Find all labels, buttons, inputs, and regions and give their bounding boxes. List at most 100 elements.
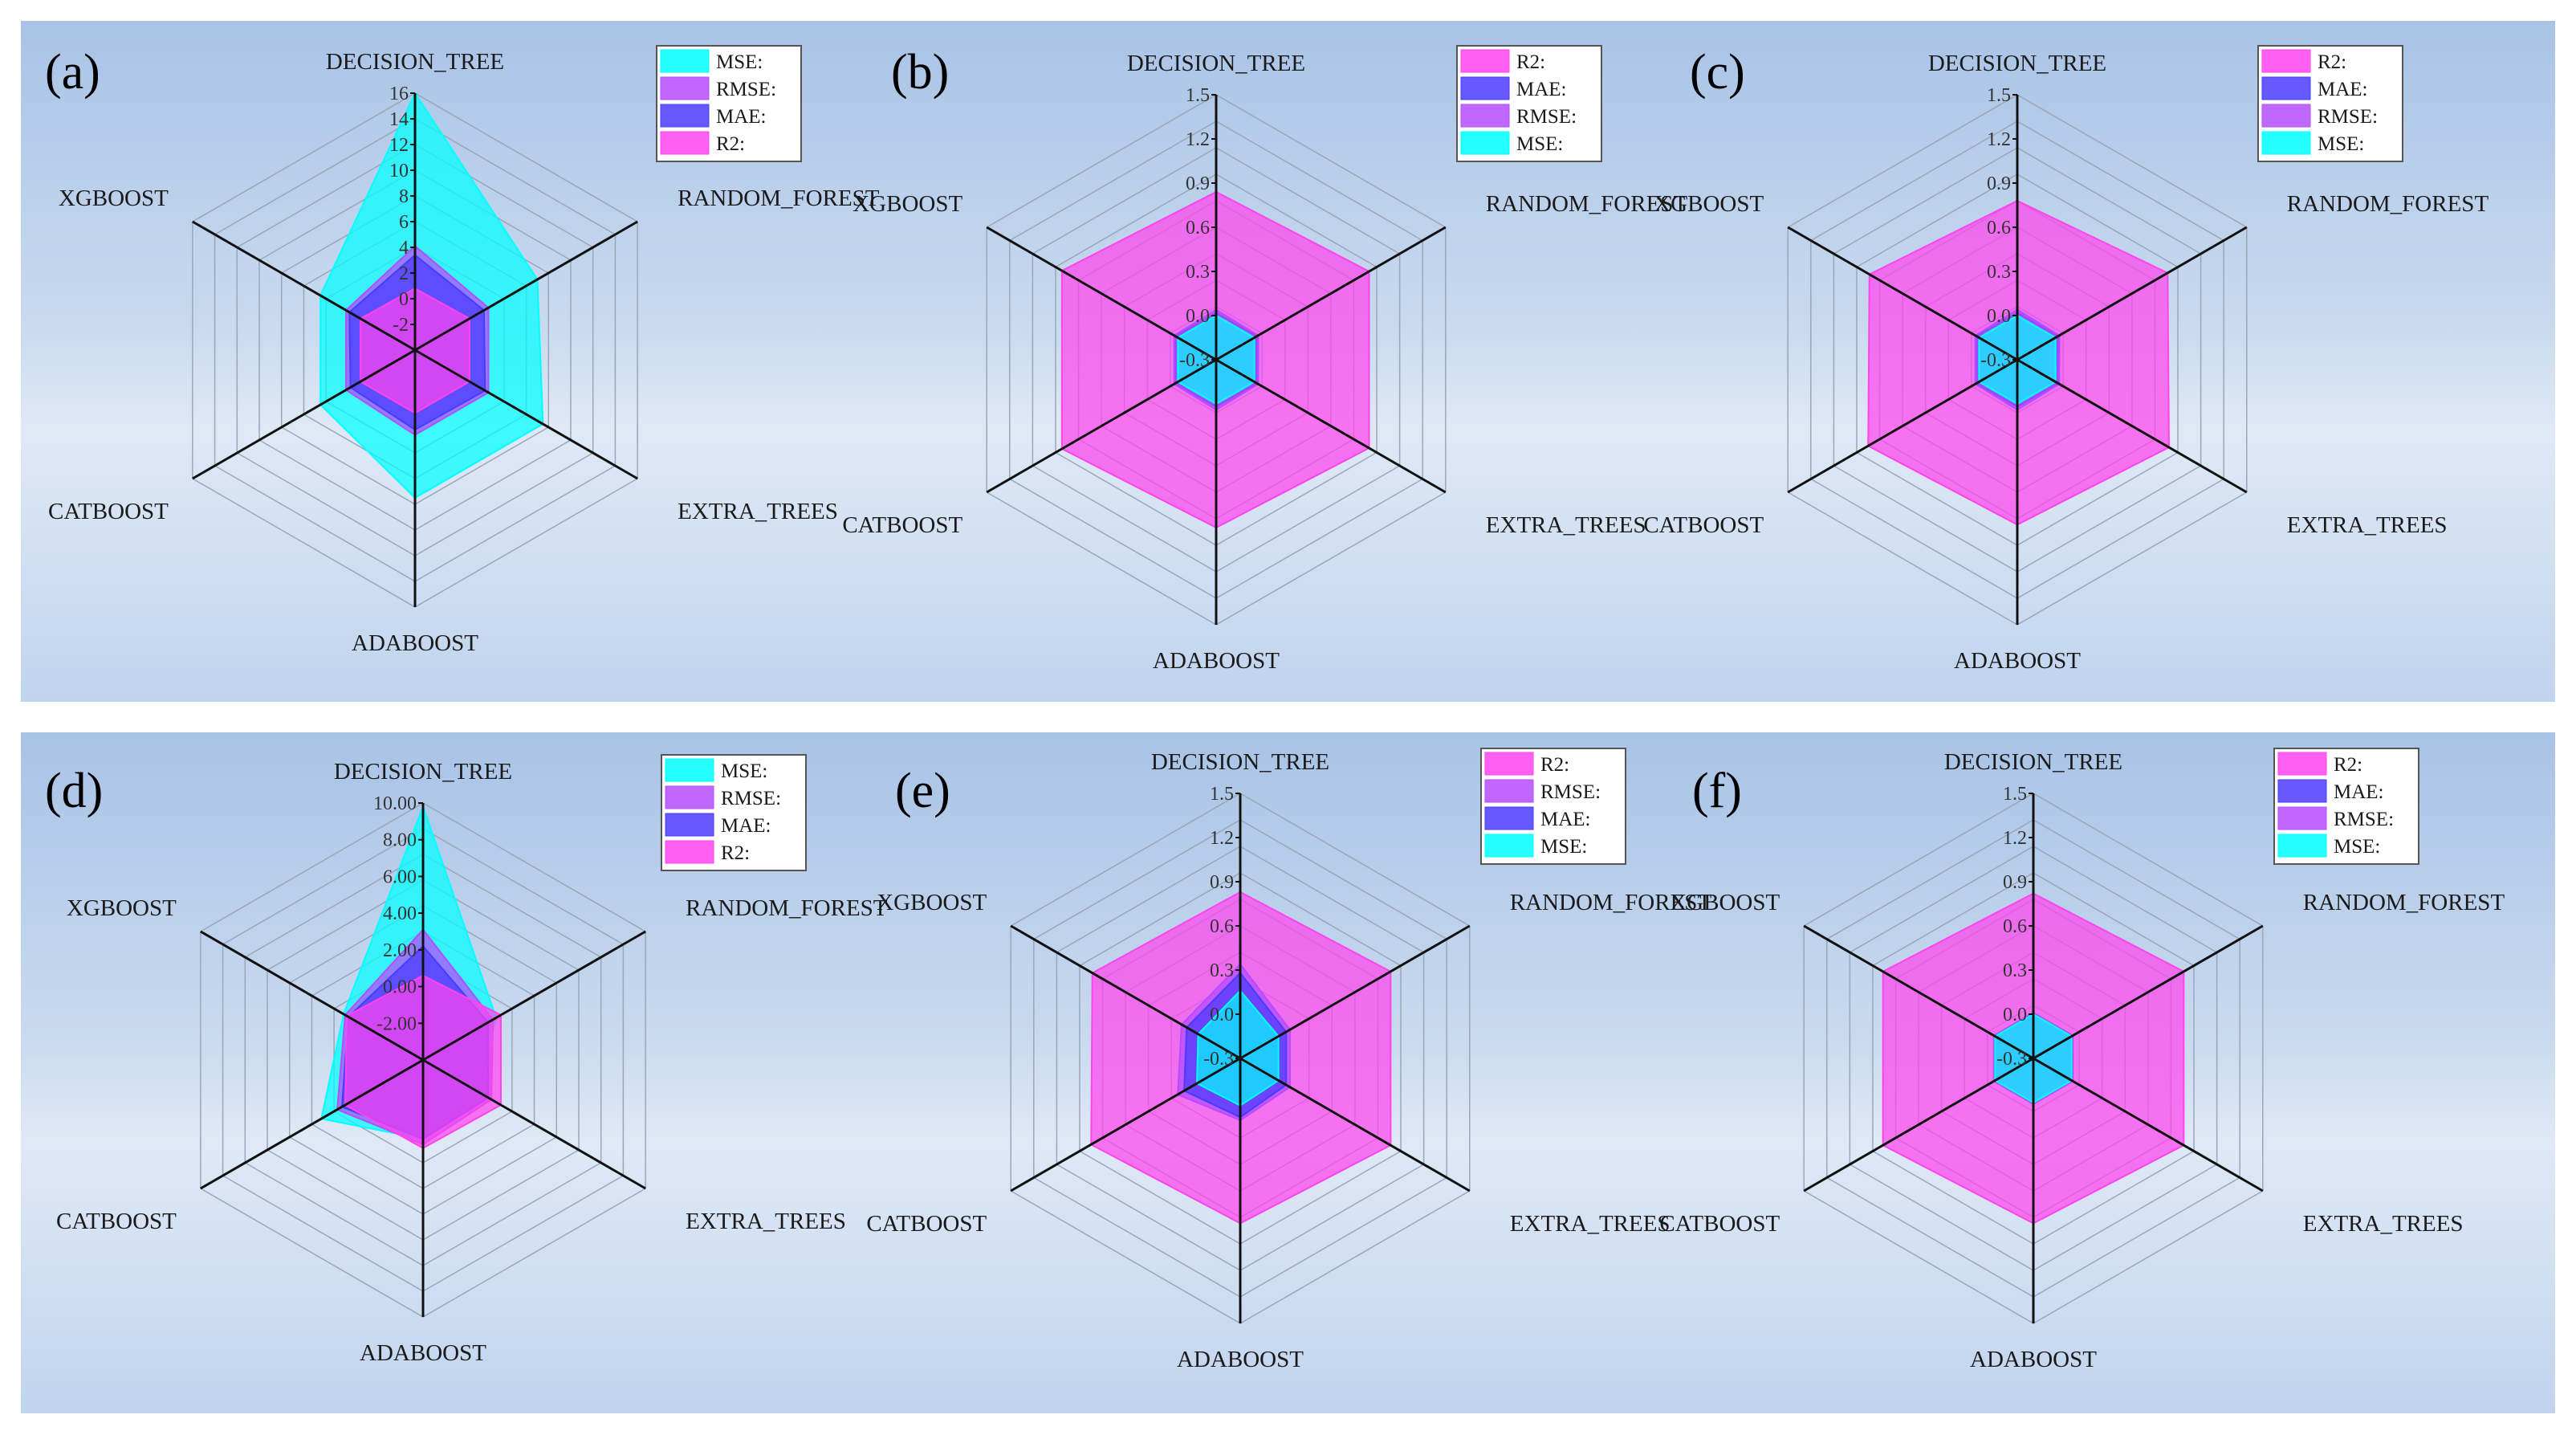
axis-label: DECISION_TREE [1127,51,1305,76]
tick-label: 2.00 [383,940,417,961]
legend-entry: MAE: [1540,809,1591,830]
axis-label: CATBOOST [56,1209,177,1234]
legend-entry: RMSE: [721,788,781,809]
legend-swatch [665,813,714,837]
panel-label: (b) [891,45,949,100]
tick-label: 0.3 [1210,960,1234,981]
axis-label: CATBOOST [1659,1211,1780,1237]
legend-entry: RMSE: [1516,106,1577,128]
axis-spoke [414,349,638,480]
axis-label: CATBOOST [1643,512,1764,538]
axis-label: XGBOOST [67,895,177,921]
legend-swatch [665,758,714,782]
tick-label: 0.00 [383,977,417,998]
legend-entry: MAE: [1516,79,1567,100]
axis-spoke [2016,226,2248,361]
tick-label: 0.6 [1186,218,1210,238]
legend-entry: MSE: [721,760,767,782]
tick-label: -0.3 [1980,350,2011,371]
legend-entry: MAE: [716,106,767,128]
axis-label: ADABOOST [1954,648,2081,674]
axis-label: XGBOOST [877,890,987,915]
tick-label: 8 [399,186,409,207]
legend-swatch [2277,752,2327,776]
axis-label: DECISION_TREE [1928,51,2106,76]
axis-label: DECISION_TREE [1944,749,2122,775]
legend-swatch [1460,76,1510,100]
legend-entry: MAE: [2318,79,2368,100]
axis-label: RANDOM_FOREST [2303,890,2505,915]
tick-label: -0.3 [1179,350,1210,371]
radar-panel-4: 10.008.006.004.002.000.00-2.00DECISION_T… [45,754,888,1366]
legend-swatch [1484,806,1534,830]
tick-label: 0.3 [1987,262,2011,283]
axis-label: DECISION_TREE [1151,749,1329,775]
tick-label: 4.00 [383,903,417,924]
panel-label: (d) [45,764,103,818]
axis-spoke [986,226,1217,361]
tick-label: 0.0 [1987,306,2011,327]
axis-spoke [1803,924,2034,1060]
axis-label: CATBOOST [48,499,169,524]
legend: R2:MAE:RMSE:MSE: [2257,45,2403,162]
legend-swatch [660,104,710,128]
legend-entry: MSE: [2334,836,2380,858]
tick-label: 12 [389,135,409,156]
tick-label: 8.00 [383,830,417,851]
legend-entry: R2: [2334,754,2362,776]
axis-label: CATBOOST [842,512,962,538]
legend: MSE:RMSE:MAE:R2: [656,45,802,162]
axis-label: DECISION_TREE [334,759,512,785]
axis-spoke [422,1058,646,1190]
axis-label: XGBOOST [1670,890,1780,915]
axis-spoke [1787,358,2018,494]
legend-swatch [660,131,710,155]
axis-label: RANDOM_FOREST [1510,890,1712,915]
tick-label: 0.9 [1210,872,1234,893]
axis-label: XGBOOST [59,185,169,211]
tick-label: 1.2 [2003,828,2027,849]
axis-label: RANDOM_FOREST [686,895,888,921]
tick-label: 0.9 [1987,173,2011,194]
legend-entry: MSE: [716,51,763,73]
legend-entry: R2: [721,842,750,864]
axis-spoke [192,220,416,352]
axis-label: EXTRA_TREES [1510,1211,1671,1237]
legend-entry: RMSE: [2334,809,2394,830]
tick-label: 1.2 [1987,129,2011,150]
axis-spoke [414,220,638,352]
axis-spoke [1803,1057,2034,1192]
legend-swatch [660,49,710,73]
tick-label: 2 [399,263,409,284]
legend-entry: MAE: [2334,781,2384,803]
tick-label: 0.0 [2003,1005,2027,1025]
axis-label: EXTRA_TREES [2303,1211,2464,1237]
axis-spoke [422,930,646,1062]
tick-label: 10.00 [373,793,417,814]
radar-panel-6: 1.51.20.90.60.30.0-0.3DECISION_TREERANDO… [1659,748,2505,1372]
legend-swatch [2261,49,2311,73]
tick-label: 0.3 [1186,262,1210,283]
radar-panel-2: 1.51.20.90.60.30.0-0.3DECISION_TREERANDO… [842,45,1687,674]
legend-swatch [2261,131,2311,155]
legend-entry: RMSE: [1540,781,1601,803]
panel-label: (a) [45,45,100,100]
legend-entry: R2: [1540,754,1569,776]
tick-label: 0.3 [2003,960,2027,981]
legend-entry: MSE: [1516,133,1563,155]
legend: R2:RMSE:MAE:MSE: [1480,748,1626,865]
axis-spoke [1239,1057,1471,1192]
axis-label: EXTRA_TREES [2287,512,2448,538]
legend-entry: RMSE: [2318,106,2378,128]
tick-label: 6 [399,212,409,233]
axis-spoke [200,1058,424,1190]
axis-label: ADABOOST [1153,648,1280,674]
axis-spoke [1239,924,1471,1060]
tick-label: 1.2 [1210,828,1234,849]
axis-label: DECISION_TREE [326,49,504,75]
axis-label: EXTRA_TREES [686,1209,846,1234]
axis-label: XGBOOST [1654,191,1764,217]
axis-spoke [1010,1057,1241,1192]
axis-spoke [200,930,424,1062]
